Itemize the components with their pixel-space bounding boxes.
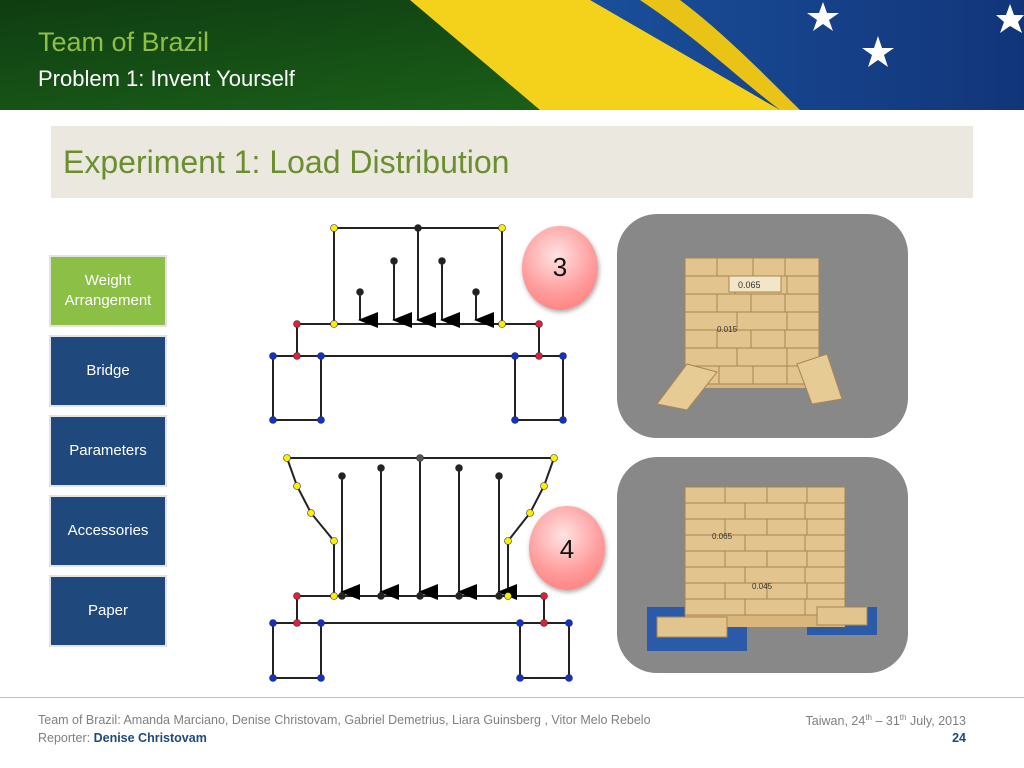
jenga-tower-photo-4: 0.065 0.045 <box>647 486 877 651</box>
photo-label-3: 0.065 <box>712 532 733 541</box>
photo-label-1: 0.065 <box>738 280 761 290</box>
photo-label-4: 0.045 <box>752 582 773 591</box>
footer-date-tail: July, 2013 <box>906 714 966 729</box>
team-title: Team of Brazil <box>38 27 210 57</box>
header-banner: Team of Brazil Problem 1: Invent Yoursel… <box>0 0 1024 110</box>
jenga-tower-photo-3: 0.065 0.015 <box>656 257 843 411</box>
diagram-4 <box>272 457 570 679</box>
flag-stars <box>807 2 1024 67</box>
footer-sup-1: th <box>865 713 872 722</box>
nav-paper-button[interactable]: Paper <box>51 577 165 645</box>
diagram-3 <box>272 227 565 421</box>
badge-3-number: 3 <box>552 252 568 282</box>
photo-bridge-4: 0.065 0.045 <box>617 457 908 673</box>
photo-label-2: 0.015 <box>717 325 738 334</box>
nav-weight-arrangement-button[interactable]: Weight Arrangement <box>51 257 165 325</box>
footer-location: Taiwan, 24 <box>805 714 866 729</box>
footer-dash: – 31 <box>871 714 900 729</box>
footer-reporter-name: Denise Christovam <box>93 731 207 745</box>
diagram-4-nodes <box>269 454 573 682</box>
footer-sup-2: th <box>899 713 907 722</box>
footer-reporter: Reporter: Denise Christovam <box>38 731 207 745</box>
page-number: 24 <box>952 731 966 745</box>
nav-parameters-button[interactable]: Parameters <box>51 417 165 485</box>
badge-3: 3 <box>522 226 598 310</box>
diagram-3-nodes <box>269 224 567 424</box>
footer-divider <box>0 697 1024 698</box>
badge-4: 4 <box>529 506 605 590</box>
footer-authors: Team of Brazil: Amanda Marciano, Denise … <box>38 713 651 727</box>
footer-reporter-label: Reporter: <box>38 731 91 745</box>
problem-title: Problem 1: Invent Yourself <box>38 66 295 91</box>
badge-4-number: 4 <box>559 534 575 564</box>
footer-location-date: Taiwan, 24th – 31th July, 2013 <box>806 713 966 728</box>
slide-title: Experiment 1: Load Distribution <box>63 144 510 180</box>
photo-bridge-3: 0.065 0.015 <box>617 214 908 438</box>
page-number-value: 24 <box>952 731 966 745</box>
nav-bridge-button[interactable]: Bridge <box>51 337 165 405</box>
slide-title-box: Experiment 1: Load Distribution <box>51 126 973 198</box>
nav-accessories-button[interactable]: Accessories <box>51 497 165 565</box>
brazil-flag-background <box>0 0 1024 110</box>
